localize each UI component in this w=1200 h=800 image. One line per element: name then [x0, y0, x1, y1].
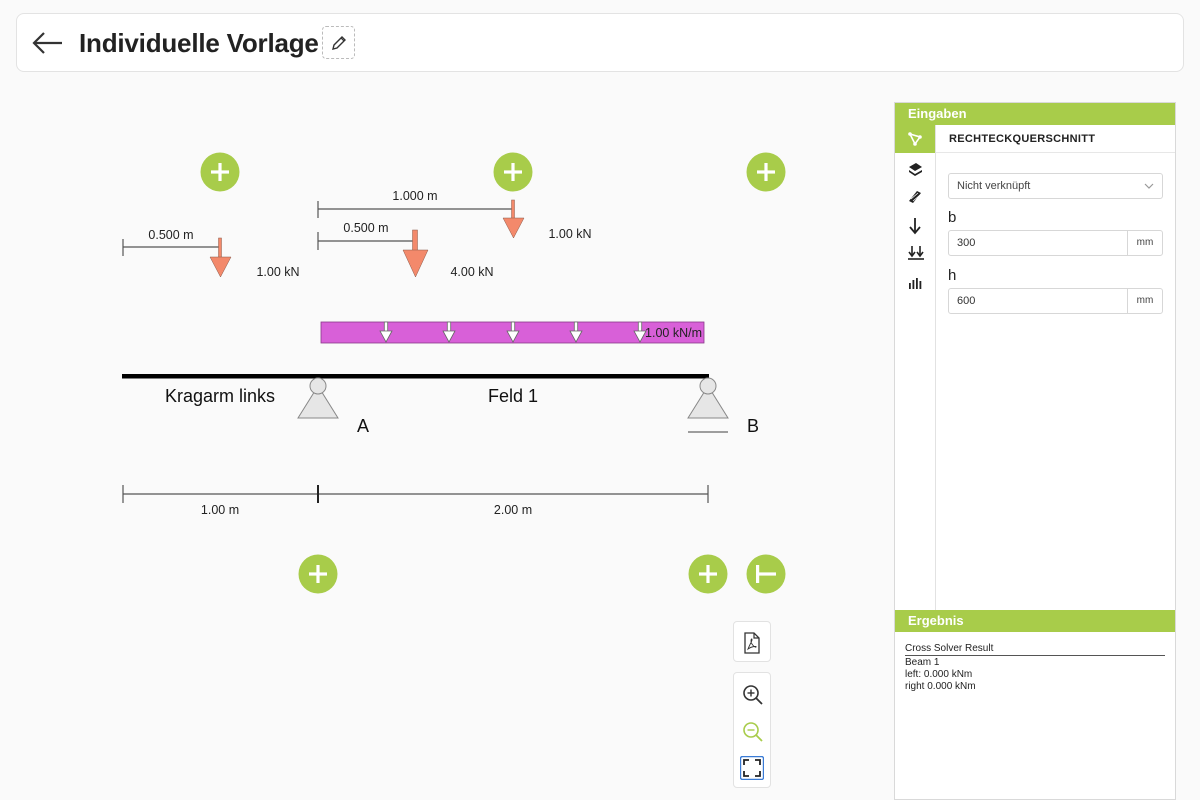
cross-section-icon — [908, 132, 922, 146]
plus-icon — [298, 554, 338, 594]
arrow-down-icon — [909, 218, 921, 235]
line-load-label: 1.00 kN/m — [645, 326, 702, 340]
edit-title-button[interactable] — [322, 26, 355, 59]
input-category-rail — [895, 125, 936, 610]
pencil-icon — [332, 36, 346, 50]
result-title: Cross Solver Result — [905, 643, 1165, 656]
load-distance-label: 0.500 m — [148, 228, 193, 242]
cantilever-icon — [756, 565, 776, 583]
support-a[interactable] — [297, 377, 339, 419]
height-unit: mm — [1127, 289, 1162, 313]
beam[interactable] — [122, 374, 709, 379]
load-value-label: 4.00 kN — [450, 265, 493, 279]
arrow-left-icon — [32, 32, 62, 54]
width-input[interactable]: 300 mm — [948, 230, 1163, 256]
add-support-button[interactable] — [298, 554, 338, 594]
zoom-out-icon — [743, 722, 763, 742]
span-label: Feld 1 — [488, 386, 538, 406]
field-label-b: b — [948, 209, 957, 226]
point-load[interactable]: 0.500 m 4.00 kN — [317, 221, 494, 279]
results-header: Ergebnis — [895, 610, 1175, 632]
height-input[interactable]: 600 mm — [948, 288, 1163, 314]
rail-item-cross-section[interactable] — [895, 125, 935, 153]
result-line: Beam 1 — [905, 657, 940, 668]
plus-icon — [688, 554, 728, 594]
dimension-label: 1.00 m — [201, 503, 239, 517]
zoom-panel — [733, 672, 771, 788]
zoom-in-icon — [743, 685, 763, 705]
add-support-button[interactable] — [688, 554, 728, 594]
rail-item-material[interactable] — [895, 155, 935, 183]
load-value-label: 1.00 kN — [256, 265, 299, 279]
result-line: right 0.000 kNm — [905, 681, 976, 692]
plus-icon — [200, 152, 240, 192]
back-button[interactable] — [31, 28, 67, 58]
properties-sidebar: Eingaben — [894, 102, 1176, 800]
width-unit: mm — [1127, 231, 1162, 255]
height-value[interactable]: 600 — [957, 295, 976, 307]
rail-item-results[interactable] — [895, 269, 935, 297]
zoom-out-button[interactable] — [734, 713, 770, 749]
support-b[interactable] — [687, 377, 729, 433]
zoom-in-button[interactable] — [734, 676, 770, 712]
rail-item-point-loads[interactable] — [895, 211, 935, 239]
material-layers-icon — [909, 163, 922, 176]
point-load[interactable]: 0.500 m 1.00 kN — [122, 228, 300, 279]
support-label: B — [747, 416, 759, 436]
export-panel — [733, 621, 771, 662]
span-label: Kragarm links — [165, 386, 275, 406]
add-load-button[interactable] — [200, 152, 240, 192]
add-load-button[interactable] — [746, 152, 786, 192]
plus-icon — [493, 152, 533, 192]
line-load[interactable]: 1.00 kN/m — [320, 321, 705, 344]
bar-chart-icon — [909, 278, 922, 289]
load-value-label: 1.00 kN — [548, 227, 591, 241]
support-label: A — [357, 416, 369, 436]
result-line: left: 0.000 kNm — [905, 669, 973, 680]
load-distance-label: 1.000 m — [392, 189, 437, 203]
cross-section-form: RECHTECKQUERSCHNITT Nicht verknüpft b 30… — [936, 125, 1175, 610]
select-value: Nicht verknüpft — [957, 180, 1031, 192]
add-cantilever-button[interactable] — [746, 554, 786, 594]
export-pdf-button[interactable] — [734, 624, 770, 660]
dimension-line: 1.00 m 2.00 m — [122, 485, 709, 517]
link-select[interactable]: Nicht verknüpft — [948, 173, 1163, 199]
field-label-h: h — [948, 267, 957, 284]
distributed-load-icon — [908, 246, 924, 260]
pdf-icon — [744, 632, 760, 654]
header-bar: Individuelle Vorlage — [16, 13, 1184, 72]
plus-icon — [746, 152, 786, 192]
dimension-label: 2.00 m — [494, 503, 532, 517]
rail-item-layers[interactable] — [895, 183, 935, 211]
stack-icon — [909, 191, 921, 203]
beam-canvas[interactable]: 0.500 m 1.00 kN 0.500 m 4.00 kN 1.000 m … — [0, 80, 880, 800]
add-load-button[interactable] — [493, 152, 533, 192]
fit-view-button[interactable] — [734, 750, 770, 786]
inputs-header: Eingaben — [895, 103, 1175, 125]
point-load[interactable]: 1.000 m 1.00 kN — [317, 189, 592, 241]
page-title: Individuelle Vorlage — [79, 28, 319, 58]
section-title: RECHTECKQUERSCHNITT — [936, 125, 1175, 153]
chevron-down-icon — [1144, 183, 1154, 189]
rail-item-line-loads[interactable] — [895, 239, 935, 267]
results-panel: Cross Solver Result Beam 1 left: 0.000 k… — [895, 633, 1175, 793]
width-value[interactable]: 300 — [957, 237, 976, 249]
load-distance-label: 0.500 m — [343, 221, 388, 235]
fit-screen-icon — [740, 756, 764, 780]
